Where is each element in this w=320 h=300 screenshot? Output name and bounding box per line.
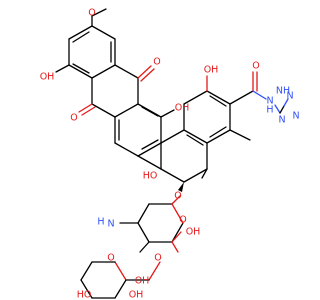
atom-label-tetrazole-nh: NH xyxy=(276,86,290,97)
atom-label-tetrazole-n3: N xyxy=(278,115,285,126)
atom-label-sugar-ring-o: O xyxy=(179,215,186,226)
atom-label-xylose-ho-c4: HO xyxy=(77,290,92,300)
atom-label-glycoside-o: O xyxy=(174,191,181,202)
atom-label-amine-n: N xyxy=(107,219,114,230)
atom-label-xylose-oh-c3: OH xyxy=(129,290,144,300)
atom-labels: O OH O O OH OH O N H N N N NH HO O O OH … xyxy=(40,8,300,300)
atom-label-xylose-ring-o: O xyxy=(107,253,114,264)
atom-label-amide-nh: N xyxy=(266,96,273,107)
ring-d-substituent-bonds xyxy=(178,168,208,192)
atom-label-ring-oh: HO xyxy=(143,171,158,182)
ring-a-bonds xyxy=(55,8,116,79)
atom-label-sugar-link-o: O xyxy=(154,253,161,264)
ring-d-bonds xyxy=(137,129,208,183)
atom-label-quinone-o-top: O xyxy=(153,57,160,68)
atom-label-methoxy-o: O xyxy=(88,8,95,19)
atom-label-xylose-oh-c2: OH xyxy=(135,276,150,287)
molecule-structure-diagram: O OH O O OH OH O N H N N N NH HO O O OH … xyxy=(40,8,300,300)
atom-label-amide-o: O xyxy=(252,61,259,72)
atom-label-tetrazole-n2: N xyxy=(292,111,299,122)
ring-c-bonds xyxy=(114,103,175,157)
atom-label-phenol-oh: OH xyxy=(204,65,219,76)
quinone-ring-bonds xyxy=(78,64,155,118)
atom-label-peri-oh: OH xyxy=(175,103,190,114)
xylose-bonds xyxy=(80,261,161,299)
atom-label-ring-a-oh: OH xyxy=(40,72,55,83)
atom-label-quinone-o-bottom: O xyxy=(70,113,77,124)
ring-e-bonds xyxy=(183,75,251,144)
atom-label-amide-h: H xyxy=(266,105,273,116)
atom-label-tetrazole-n1: N xyxy=(286,91,293,102)
amide-tetrazole-bonds xyxy=(229,71,289,114)
atom-label-amine-h: H xyxy=(97,217,104,228)
atom-label-sugar-oh: OH xyxy=(186,227,201,238)
amino-sugar-bonds xyxy=(119,195,184,253)
